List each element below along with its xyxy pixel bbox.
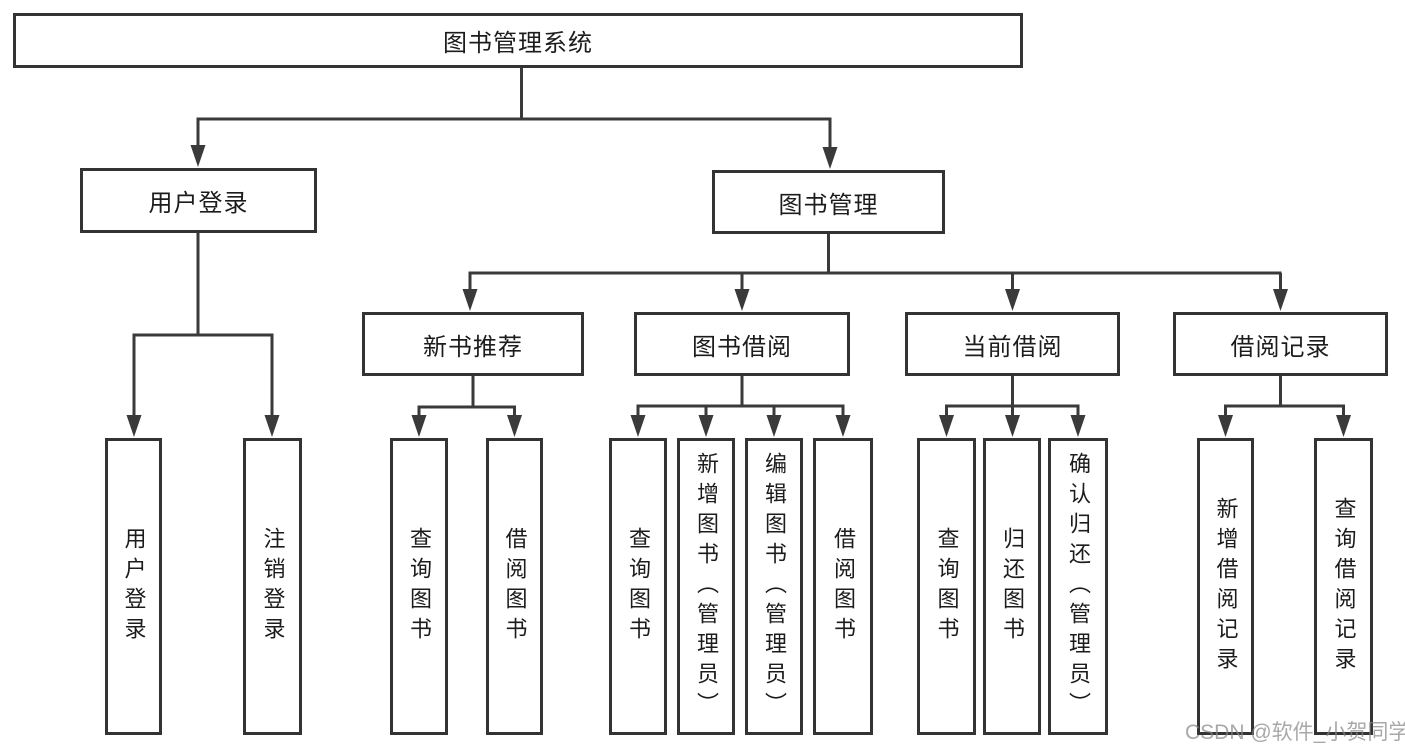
- leaf-logout: 注销登录: [243, 438, 302, 735]
- leaf-borrow-query-books: 查询图书: [609, 438, 667, 735]
- leaf-records-query-record: 查询借阅记录: [1314, 438, 1373, 735]
- leaf-user-login-label: 用户登录: [121, 526, 147, 647]
- leaf-logout-label: 注销登录: [260, 526, 286, 647]
- node-library-system: 图书管理系统: [13, 13, 1023, 68]
- arrowheads: [126, 145, 1351, 437]
- node-user-login: 用户登录: [80, 168, 317, 233]
- leaf-user-login: 用户登录: [105, 438, 162, 735]
- leaf-borrow-edit-books-admin: 编辑图书（管理员）: [745, 438, 803, 735]
- leaf-borrow-add-books-admin-label: 新增图书（管理员）: [694, 451, 719, 722]
- node-new-book-recommend-label: 新书推荐: [423, 333, 523, 361]
- leaf-newbooks-borrow-books-label: 借阅图书: [502, 526, 528, 647]
- node-book-borrow: 图书借阅: [634, 312, 850, 376]
- node-current-borrow: 当前借阅: [905, 312, 1120, 376]
- node-borrow-records: 借阅记录: [1173, 312, 1388, 376]
- leaf-borrow-query-books-label: 查询图书: [626, 526, 651, 647]
- leaf-records-query-record-label: 查询借阅记录: [1331, 496, 1357, 677]
- node-book-management-label: 图书管理: [778, 191, 879, 219]
- leaf-records-add-record-label: 新增借阅记录: [1213, 496, 1239, 677]
- leaf-current-return-books: 归还图书: [983, 438, 1041, 735]
- node-library-system-label: 图书管理系统: [443, 30, 593, 57]
- node-current-borrow-label: 当前借阅: [962, 333, 1063, 361]
- leaf-borrow-borrow-books: 借阅图书: [813, 438, 873, 735]
- leaf-borrow-add-books-admin: 新增图书（管理员）: [677, 438, 735, 735]
- leaf-borrow-edit-books-admin-label: 编辑图书（管理员）: [762, 451, 787, 722]
- leaf-current-query-books-label: 查询图书: [934, 526, 960, 647]
- leaf-current-confirm-return-admin-label: 确认归还（管理员）: [1066, 451, 1091, 722]
- leaf-records-add-record: 新增借阅记录: [1197, 438, 1254, 735]
- leaf-newbooks-borrow-books: 借阅图书: [486, 438, 543, 735]
- leaf-borrow-borrow-books-label: 借阅图书: [831, 526, 856, 647]
- node-new-book-recommend: 新书推荐: [362, 312, 584, 376]
- leaf-current-return-books-label: 归还图书: [1000, 526, 1025, 647]
- node-book-management: 图书管理: [712, 170, 945, 234]
- node-borrow-records-label: 借阅记录: [1230, 333, 1331, 361]
- node-book-borrow-label: 图书借阅: [692, 333, 792, 361]
- leaf-current-query-books: 查询图书: [917, 438, 976, 735]
- node-user-login-label: 用户登录: [148, 190, 249, 217]
- csdn-watermark: CSDN @软件_小贺同学: [1185, 721, 1405, 744]
- leaf-current-confirm-return-admin: 确认归还（管理员）: [1048, 438, 1108, 735]
- leaf-newbooks-query-books-label: 查询图书: [407, 526, 432, 647]
- leaf-newbooks-query-books: 查询图书: [390, 438, 448, 735]
